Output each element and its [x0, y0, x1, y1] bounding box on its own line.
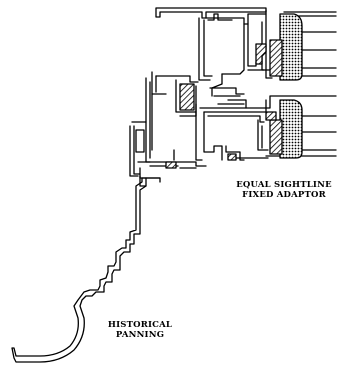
- panning-label-line2: PANNING: [115, 330, 165, 340]
- upper-glazing-gasket: [269, 39, 283, 77]
- meeting-rail-gasket: [179, 83, 195, 111]
- lower-gasket-small: [227, 153, 237, 161]
- adaptor-label-line1: EQUAL SIGHTLINE: [236, 180, 332, 190]
- lower-glazing-gasket: [269, 119, 283, 155]
- frame-clip: [129, 121, 147, 187]
- lower-setting-block: [265, 111, 277, 121]
- panning-label-line1: HISTORICAL: [107, 320, 173, 330]
- upper-glazing-bead: [279, 13, 303, 81]
- historical-panning-profile: [11, 177, 147, 363]
- panning-flange: [141, 177, 161, 183]
- adaptor-seal: [165, 161, 177, 169]
- adaptor-label-line2: FIXED ADAPTOR: [242, 190, 326, 200]
- equal-sightline-fixed-adaptor-label: EQUAL SIGHTLINE FIXED ADAPTOR: [225, 180, 340, 200]
- upper-setting-block: [255, 43, 267, 65]
- historical-panning-label: HISTORICAL PANNING: [95, 320, 185, 340]
- lower-glazing-bead: [279, 99, 303, 159]
- upper-sash-profile: [155, 7, 273, 97]
